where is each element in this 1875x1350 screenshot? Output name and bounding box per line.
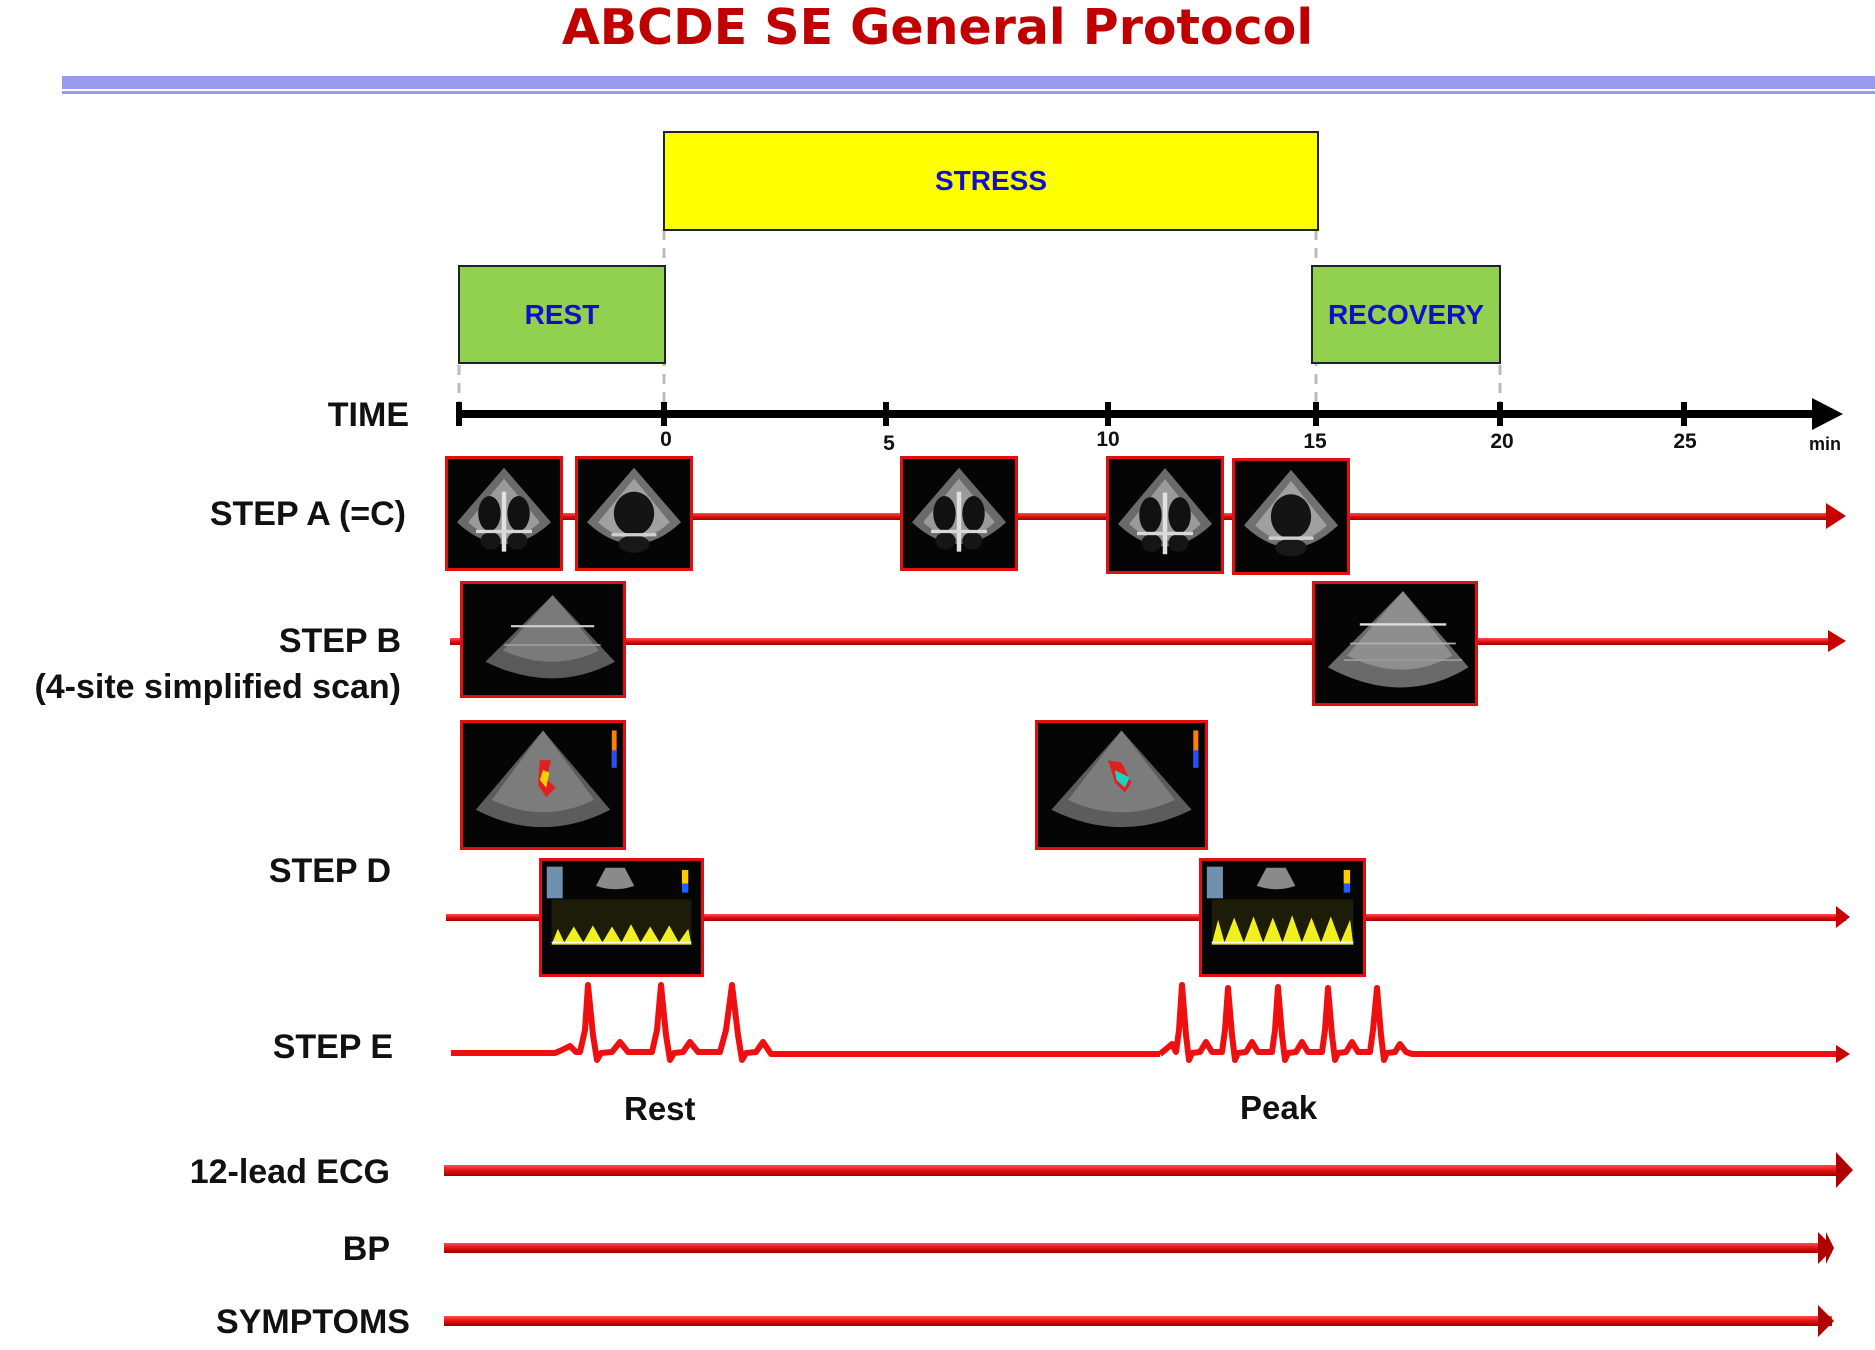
tick-label-15: 15 <box>1303 430 1327 453</box>
step-e-peak-label: Peak <box>1240 1089 1318 1126</box>
symptoms-label: SYMPTOMS <box>216 1303 410 1341</box>
lung-ultrasound-icon <box>463 584 623 695</box>
lung-ultrasound-icon <box>1315 584 1475 703</box>
rest-phase-box: REST <box>458 265 666 364</box>
step-d-pw-doppler-thumb-1 <box>539 858 704 977</box>
step-b-arrowhead <box>1828 630 1846 652</box>
step-a-echo-thumb-3 <box>900 456 1018 571</box>
stress-phase-box: STRESS <box>663 131 1319 231</box>
color-doppler-icon <box>463 723 623 847</box>
time-axis <box>456 398 1843 430</box>
symptoms-timeline <box>444 1305 1834 1337</box>
step-a-echo-thumb-5 <box>1232 458 1350 575</box>
apical-2-chamber-echo-icon <box>578 459 690 568</box>
apical-4-chamber-echo-icon <box>448 459 560 568</box>
step-e-label: STEP E <box>272 1028 393 1066</box>
apical-4-chamber-echo-icon <box>903 459 1015 568</box>
step-a-arrowhead <box>1826 503 1846 529</box>
bp-timeline <box>444 1232 1834 1264</box>
tick-label-20: 20 <box>1490 430 1514 453</box>
time-axis-arrowhead <box>1812 398 1843 430</box>
step-b-label: STEP B <box>278 622 401 660</box>
title-rule-thin <box>62 91 1875 94</box>
step-e-arrowhead <box>1836 1045 1850 1063</box>
recovery-phase-box: RECOVERY <box>1311 265 1501 364</box>
apical-2-chamber-echo-icon <box>1235 461 1347 572</box>
time-axis-label: TIME <box>327 396 409 434</box>
ecg-peak-trace <box>1158 982 1838 1063</box>
pulsed-wave-doppler-icon <box>542 861 701 974</box>
step-b-line <box>450 638 1830 645</box>
tick-label-0: 0 <box>660 428 672 451</box>
tick-label-25: 25 <box>1673 430 1697 453</box>
step-b-lung-thumb-2 <box>1312 581 1478 706</box>
symptoms-arrowhead <box>1818 1305 1834 1337</box>
step-d-pw-doppler-thumb-2 <box>1199 858 1366 977</box>
step-a-label: STEP A (=C) <box>209 495 406 533</box>
recovery-phase-label: RECOVERY <box>1327 298 1485 330</box>
stress-phase-label: STRESS <box>934 165 1048 196</box>
ecg12-timeline <box>444 1152 1853 1188</box>
ecg12-line <box>444 1165 1842 1176</box>
ecg-rest-trace <box>451 982 1160 1063</box>
step-b-timeline <box>450 630 1846 652</box>
apical-4-chamber-echo-icon <box>1109 459 1221 571</box>
diagram-title: ABCDE SE General Protocol <box>561 0 1314 56</box>
symptoms-line <box>444 1316 1832 1326</box>
time-axis-ticks <box>456 402 1687 426</box>
tick-label-5: 5 <box>883 432 895 455</box>
step-a-echo-thumb-1 <box>445 456 563 571</box>
ecg12-label: 12-lead ECG <box>189 1153 390 1191</box>
bp-arrowhead-fill <box>1818 1232 1834 1264</box>
color-doppler-icon <box>1038 723 1205 847</box>
title-rule-thick <box>62 76 1875 89</box>
ecg12-arrowhead <box>1836 1152 1853 1188</box>
step-b-sublabel: (4-site simplified scan) <box>34 668 401 706</box>
step-e-rest-label: Rest <box>624 1090 696 1127</box>
step-b-lung-thumb-1 <box>460 581 626 698</box>
step-a-echo-thumb-2 <box>575 456 693 571</box>
tick-label-10: 10 <box>1096 428 1120 451</box>
step-d-label: STEP D <box>268 852 391 890</box>
bp-line <box>444 1243 1832 1253</box>
step-d-timeline <box>446 906 1850 928</box>
step-d-arrowhead <box>1836 906 1850 928</box>
bp-label: BP <box>342 1230 390 1268</box>
pulsed-wave-doppler-icon <box>1202 861 1363 974</box>
step-e-timeline <box>451 982 1850 1063</box>
time-axis-unit: min <box>1808 434 1842 454</box>
step-d-line <box>446 914 1846 921</box>
step-a-echo-thumb-4 <box>1106 456 1224 574</box>
rest-phase-label: REST <box>524 298 600 330</box>
step-d-color-doppler-thumb-2 <box>1035 720 1208 850</box>
step-d-color-doppler-thumb-1 <box>460 720 626 850</box>
